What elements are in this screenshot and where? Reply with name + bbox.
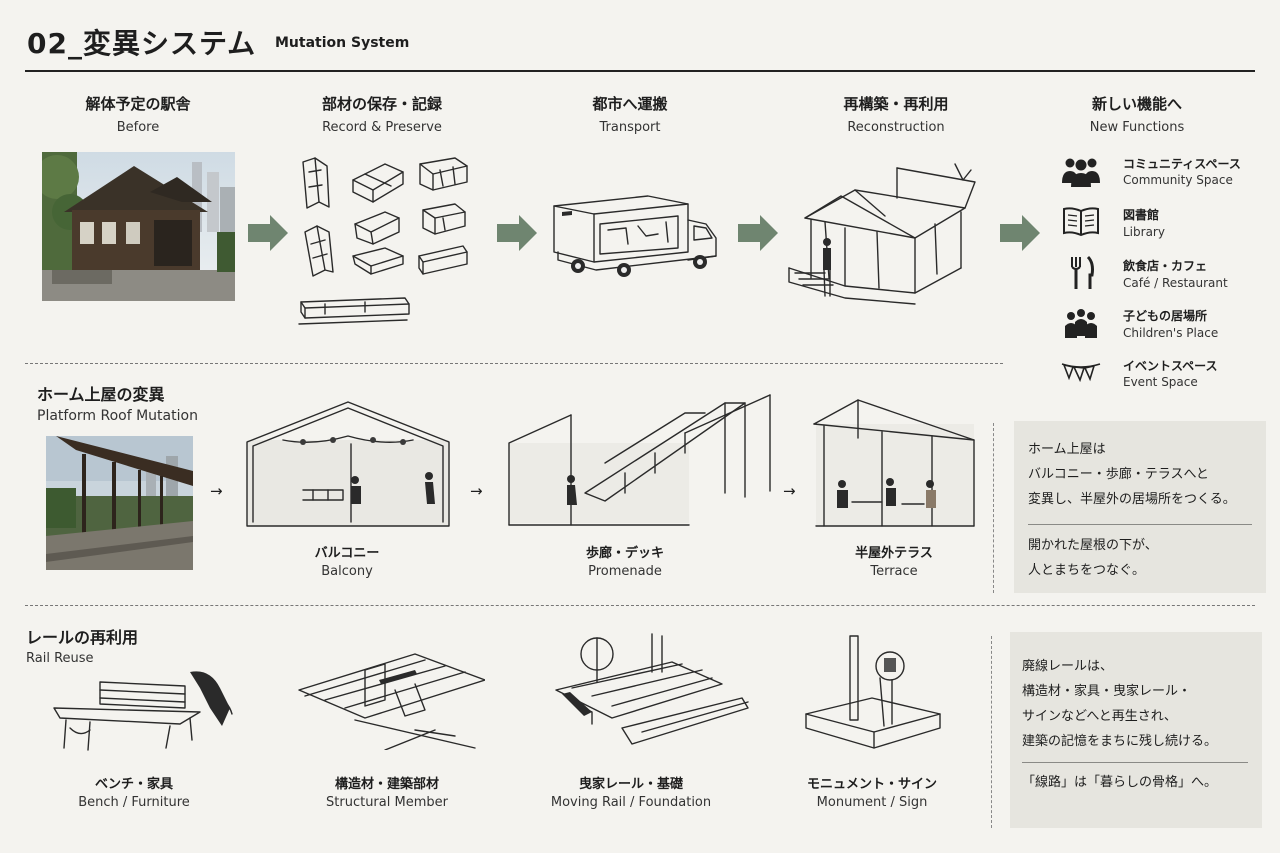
reconstruction-pavilion-sketch (785, 158, 990, 308)
step-record-jp: 部材の保存・記録 (321, 95, 442, 113)
header-rule (25, 70, 1255, 72)
note-separator (1028, 524, 1252, 525)
process-arrow (1000, 215, 1040, 251)
note-line: 「線路」は「暮らしの骨格」へ。 (1022, 775, 1218, 790)
terrace-sketch (812, 398, 977, 530)
function-cafe-jp: 飲食店・カフェ (1123, 259, 1208, 273)
rail-section-title: レールの再利用 (26, 628, 139, 647)
transport-truck-sketch (548, 190, 723, 282)
bench-caption-jp: ベンチ・家具 (94, 777, 173, 792)
terrace-caption-en: Terrace (870, 564, 918, 579)
function-event (1060, 358, 1102, 394)
step-before-en: Before (116, 120, 160, 135)
function-community-en: Community Space (1123, 173, 1233, 187)
step-before-jp: 解体予定の駅舎 (85, 95, 191, 113)
note-line: ホーム上屋は (1028, 442, 1106, 457)
function-children-en: Children's Place (1123, 326, 1219, 340)
note-divider (991, 636, 992, 828)
structural-caption-jp: 構造材・建築部材 (334, 777, 439, 792)
platform-roof-photo (46, 436, 193, 570)
platform-note-box: ホーム上屋は バルコニー・歩廊・テラスへと 変異し、半屋外の居場所をつくる。 開… (1014, 421, 1266, 593)
bunting-icon (1061, 363, 1101, 383)
step-transport-jp: 都市へ運搬 (592, 95, 668, 113)
process-arrow (248, 215, 288, 251)
note-divider (993, 423, 994, 593)
platform-section-title: ホーム上屋の変異 (37, 385, 165, 404)
children-icon (1065, 309, 1097, 338)
note-line: 変異し、半屋外の居場所をつくる。 (1028, 492, 1236, 507)
step-transport-en: Transport (599, 120, 661, 135)
function-library-en: Library (1123, 225, 1165, 239)
bench-sketch (50, 668, 240, 753)
small-arrow-icon: → (783, 482, 796, 500)
platform-section-subtitle: Platform Roof Mutation (37, 408, 198, 424)
step-new-functions-jp: 新しい機能へ (1091, 95, 1182, 113)
note-line: サインなどへと再生され、 (1022, 709, 1177, 724)
step-new-functions-en: New Functions (1089, 120, 1185, 135)
section-divider (25, 363, 1003, 364)
terrace-caption-jp: 半屋外テラス (855, 546, 933, 561)
function-community-jp: コミュニティスペース (1123, 157, 1241, 171)
balcony-sketch (243, 400, 453, 530)
step-reconstruction-jp: 再構築・再利用 (843, 95, 949, 113)
moving-rail-caption-jp: 曳家レール・基礎 (578, 777, 683, 792)
step-reconstruction-en: Reconstruction (847, 120, 945, 135)
function-children (1060, 308, 1102, 344)
function-community (1060, 155, 1102, 191)
monument-caption-jp: モニュメント・サイン (806, 777, 937, 792)
note-separator (1022, 762, 1248, 763)
section-divider (25, 605, 1255, 606)
preserved-parts-sketch (295, 152, 475, 332)
page-title: 02_変異システム (27, 27, 257, 60)
rail-note-box: 廃線レールは、 構造材・家具・曳家レール・ サインなどへと再生され、 建築の記憶… (1010, 632, 1262, 828)
function-library-jp: 図書館 (1123, 208, 1160, 222)
function-children-jp: 子どもの居場所 (1123, 309, 1208, 323)
structural-caption-en: Structural Member (326, 795, 448, 810)
moving-rail-caption-en: Moving Rail / Foundation (550, 795, 712, 810)
promenade-caption-en: Promenade (588, 564, 662, 579)
note-line: 人とまちをつなぐ。 (1028, 563, 1146, 578)
function-library (1060, 205, 1102, 241)
function-event-jp: イベントスペース (1123, 359, 1218, 373)
step-record-en: Record & Preserve (322, 120, 442, 135)
note-line: 廃線レールは、 (1022, 659, 1114, 674)
function-cafe (1060, 255, 1102, 295)
structural-member-sketch (295, 650, 486, 751)
balcony-caption-en: Balcony (321, 564, 373, 579)
community-icon (1062, 158, 1100, 187)
book-icon (1063, 207, 1099, 237)
small-arrow-icon: → (470, 482, 483, 500)
rail-section-subtitle: Rail Reuse (26, 651, 94, 666)
function-event-en: Event Space (1123, 375, 1198, 389)
moving-rail-sketch (552, 632, 752, 757)
balcony-caption-jp: バルコニー (314, 546, 380, 561)
note-line: バルコニー・歩廊・テラスへと (1028, 467, 1209, 482)
note-line: 建築の記憶をまちに残し続ける。 (1022, 734, 1218, 749)
note-line: 構造材・家具・曳家レール・ (1022, 684, 1192, 699)
bench-caption-en: Bench / Furniture (78, 795, 190, 810)
page-subtitle: Mutation System (275, 35, 410, 51)
small-arrow-icon: → (210, 482, 223, 500)
monument-sketch (800, 628, 945, 758)
monument-caption-en: Monument / Sign (816, 795, 928, 810)
promenade-sketch (505, 393, 775, 530)
function-cafe-en: Café / Restaurant (1123, 276, 1228, 290)
promenade-caption-jp: 歩廊・デッキ (585, 546, 664, 561)
station-building-photo (42, 152, 235, 301)
process-arrow (738, 215, 778, 251)
note-line: 開かれた屋根の下が、 (1028, 538, 1158, 553)
process-arrow (497, 215, 537, 251)
fork-knife-icon (1071, 255, 1094, 289)
